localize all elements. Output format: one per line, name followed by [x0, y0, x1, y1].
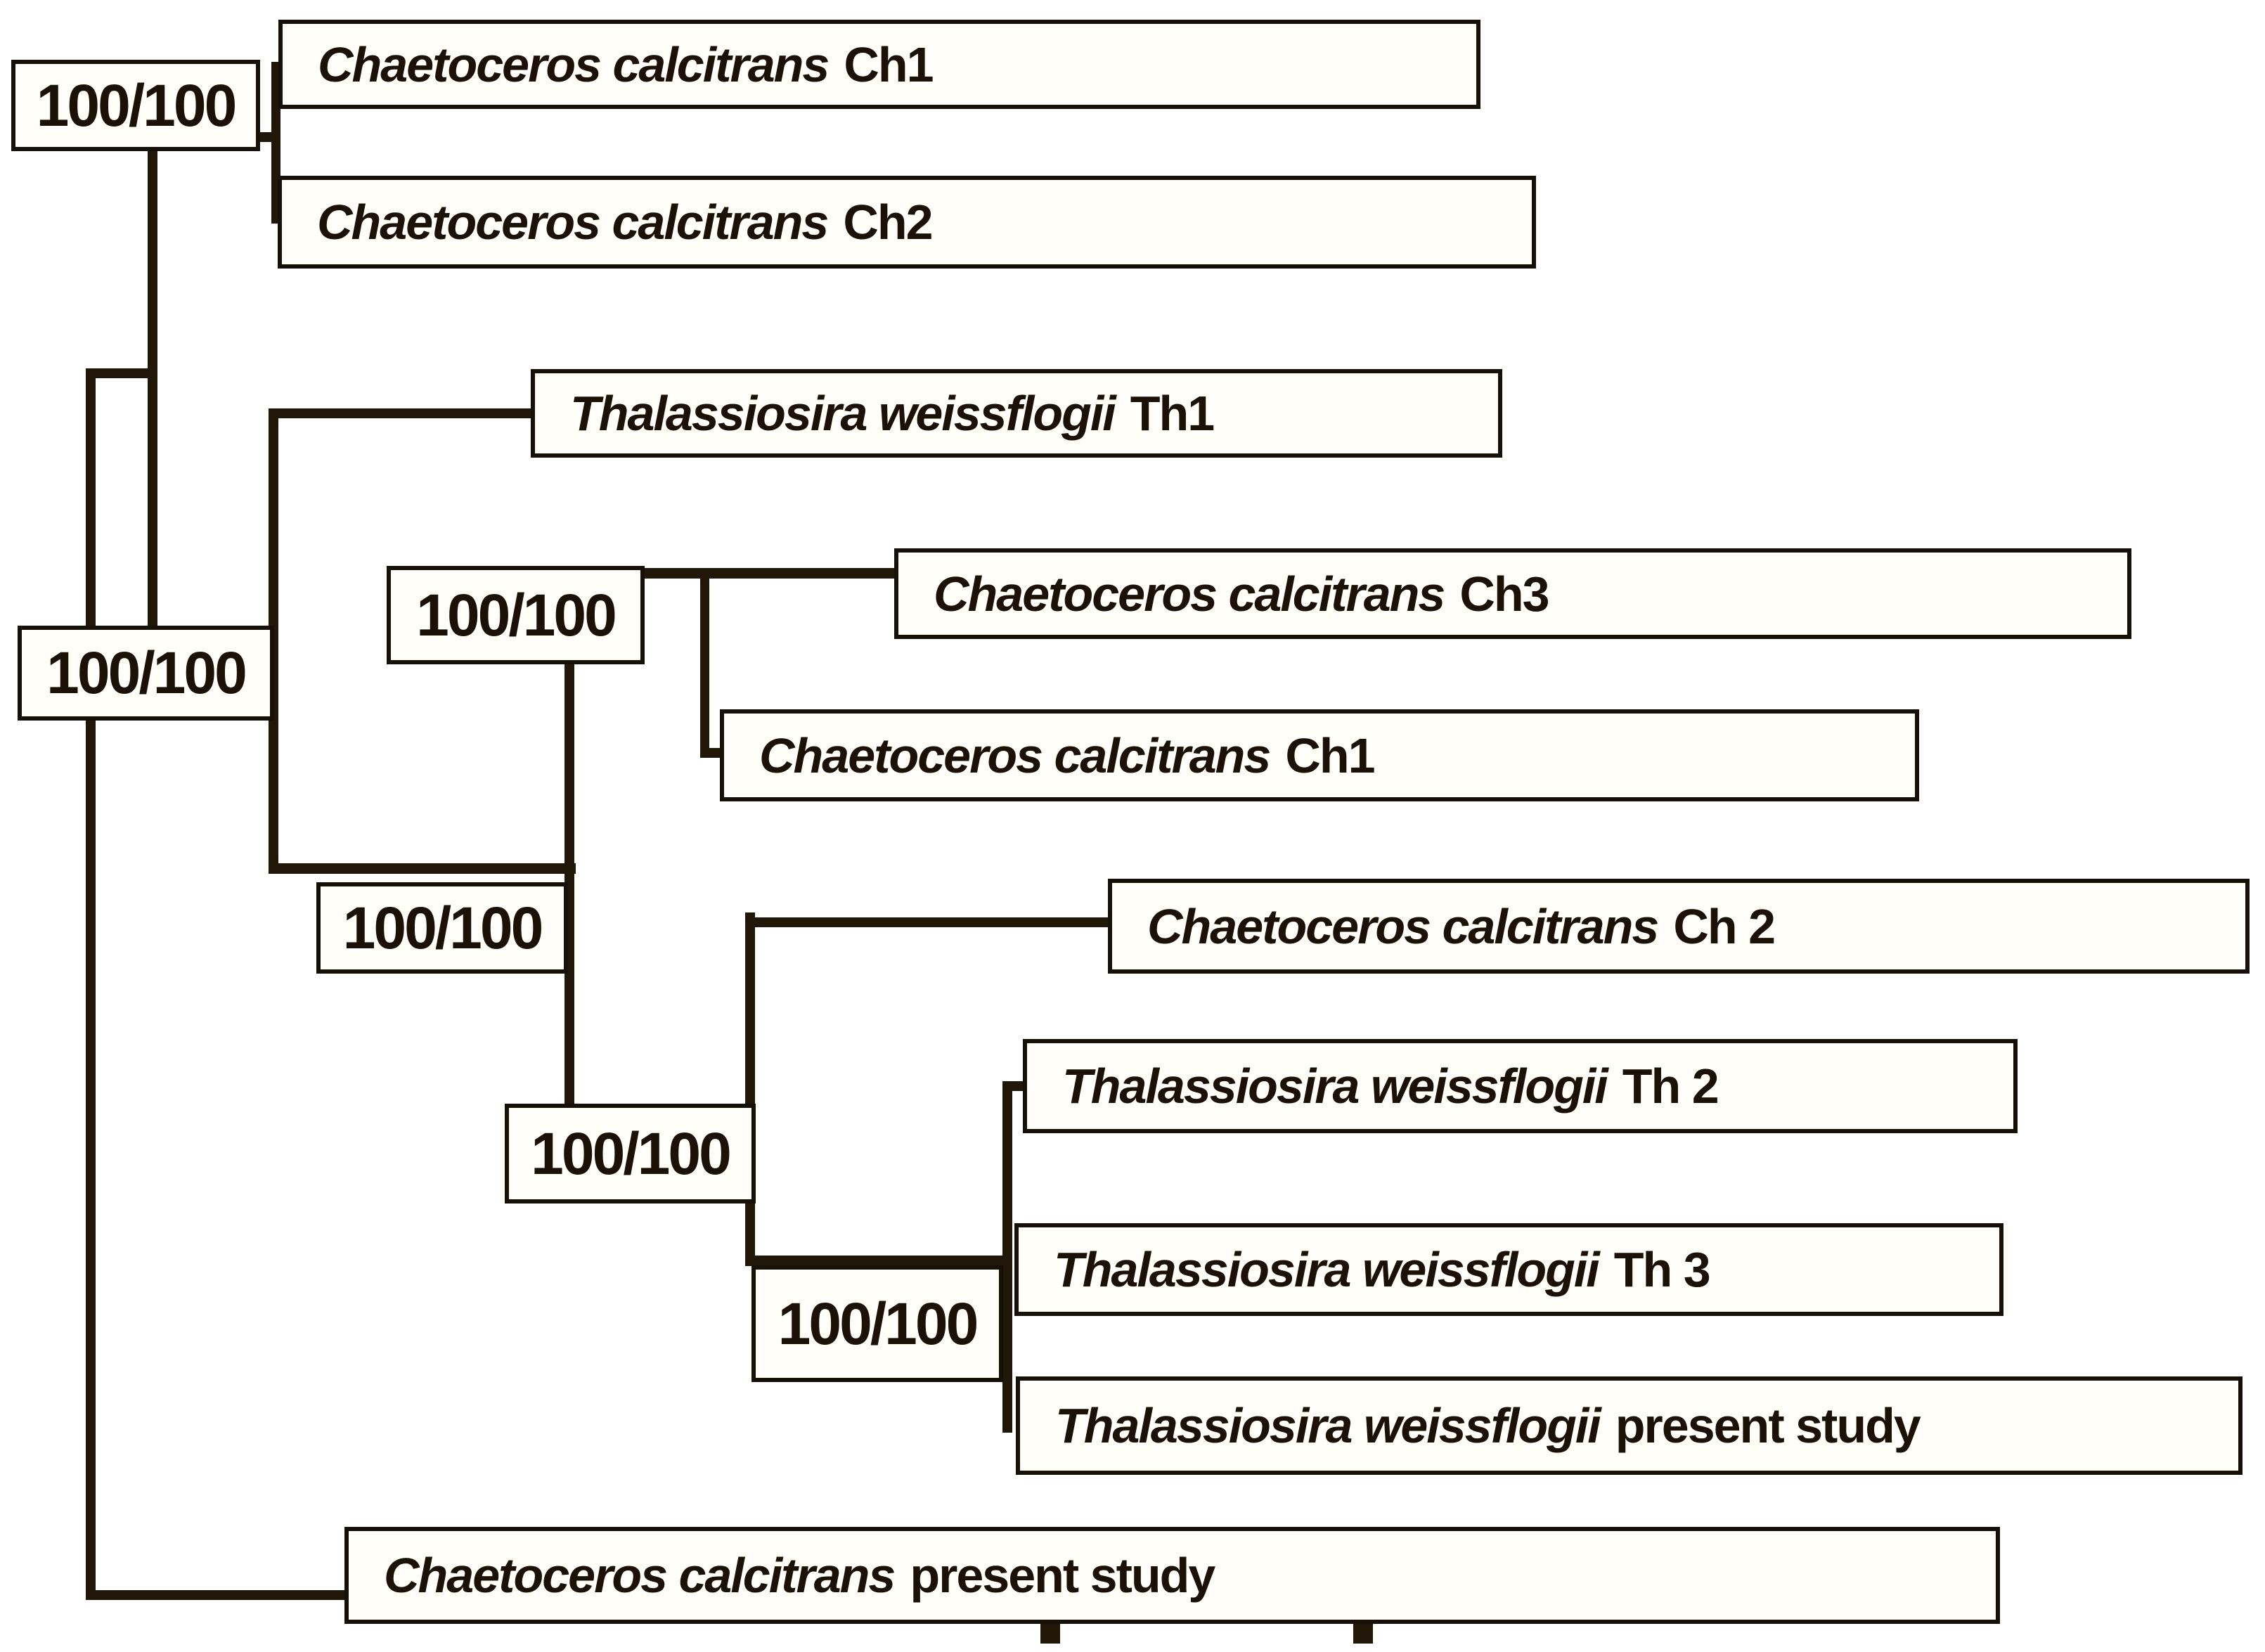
branch-segment [745, 1256, 1009, 1266]
branch-segment [605, 568, 897, 579]
taxon-strain-id: Ch1 [844, 37, 934, 92]
support-value-box: 100/100 [751, 1265, 1003, 1382]
taxon-species-name: Chaetoceros calcitrans [1147, 898, 1659, 954]
branch-segment [86, 368, 156, 378]
branch-segment [269, 863, 576, 874]
taxon-species-name: Thalassiosira weissflogii [570, 386, 1116, 441]
branch-segment [1002, 1081, 1029, 1091]
taxon-label-box: Chaetoceros calcitrans Ch1 [720, 709, 1919, 801]
branch-segment [700, 571, 709, 758]
branch-segment [86, 1590, 349, 1600]
branch-segment [1040, 1621, 1060, 1644]
branch-segment [564, 647, 574, 1165]
taxon-strain-id: present study [1615, 1398, 1921, 1453]
support-value-box: 100/100 [505, 1104, 756, 1203]
taxon-species-name: Chaetoceros calcitrans [317, 195, 829, 250]
taxon-strain-id: Ch3 [1459, 566, 1549, 621]
support-value-box: 100/100 [316, 882, 568, 974]
taxon-species-name: Chaetoceros calcitrans [384, 1548, 896, 1603]
support-value-box: 100/100 [18, 626, 274, 721]
taxon-label-box: Chaetoceros calcitrans Ch3 [894, 548, 2131, 639]
branch-segment [745, 917, 1112, 927]
taxon-strain-id: Ch 2 [1673, 898, 1776, 954]
taxon-label-box: Thalassiosira weissflogii present study [1016, 1376, 2243, 1475]
taxon-label-box: Chaetoceros calcitrans present study [344, 1527, 2000, 1624]
branch-segment [86, 368, 96, 1600]
branch-segment [257, 132, 276, 142]
taxon-strain-id: Th 2 [1622, 1059, 1719, 1114]
taxon-species-name: Thalassiosira weissflogii [1055, 1398, 1601, 1453]
branch-segment [1353, 1621, 1373, 1644]
support-value-box: 100/100 [387, 566, 645, 664]
taxon-species-name: Thalassiosira weissflogii [1062, 1059, 1608, 1114]
branch-segment [700, 748, 724, 758]
branch-segment [148, 149, 157, 634]
taxon-label-box: Thalassiosira weissflogii Th 2 [1023, 1039, 2018, 1133]
branch-segment [1002, 1081, 1012, 1433]
taxon-species-name: Thalassiosira weissflogii [1054, 1242, 1600, 1297]
taxon-label-box: Chaetoceros calcitrans Ch1 [278, 20, 1480, 109]
taxon-label-box: Chaetoceros calcitrans Ch2 [278, 176, 1536, 269]
taxon-strain-id: Ch2 [843, 195, 933, 250]
taxon-species-name: Chaetoceros calcitrans [759, 728, 1271, 783]
taxon-species-name: Chaetoceros calcitrans [934, 566, 1445, 621]
taxon-strain-id: Th1 [1130, 386, 1215, 441]
branch-segment [745, 912, 755, 1263]
taxon-label-box: Thalassiosira weissflogii Th1 [531, 369, 1502, 458]
branch-segment [269, 408, 534, 418]
taxon-strain-id: Th 3 [1613, 1242, 1711, 1297]
taxon-species-name: Chaetoceros calcitrans [318, 37, 830, 92]
taxon-strain-id: present study [910, 1548, 1215, 1603]
taxon-strain-id: Ch1 [1285, 728, 1375, 783]
support-value-box: 100/100 [11, 60, 260, 151]
